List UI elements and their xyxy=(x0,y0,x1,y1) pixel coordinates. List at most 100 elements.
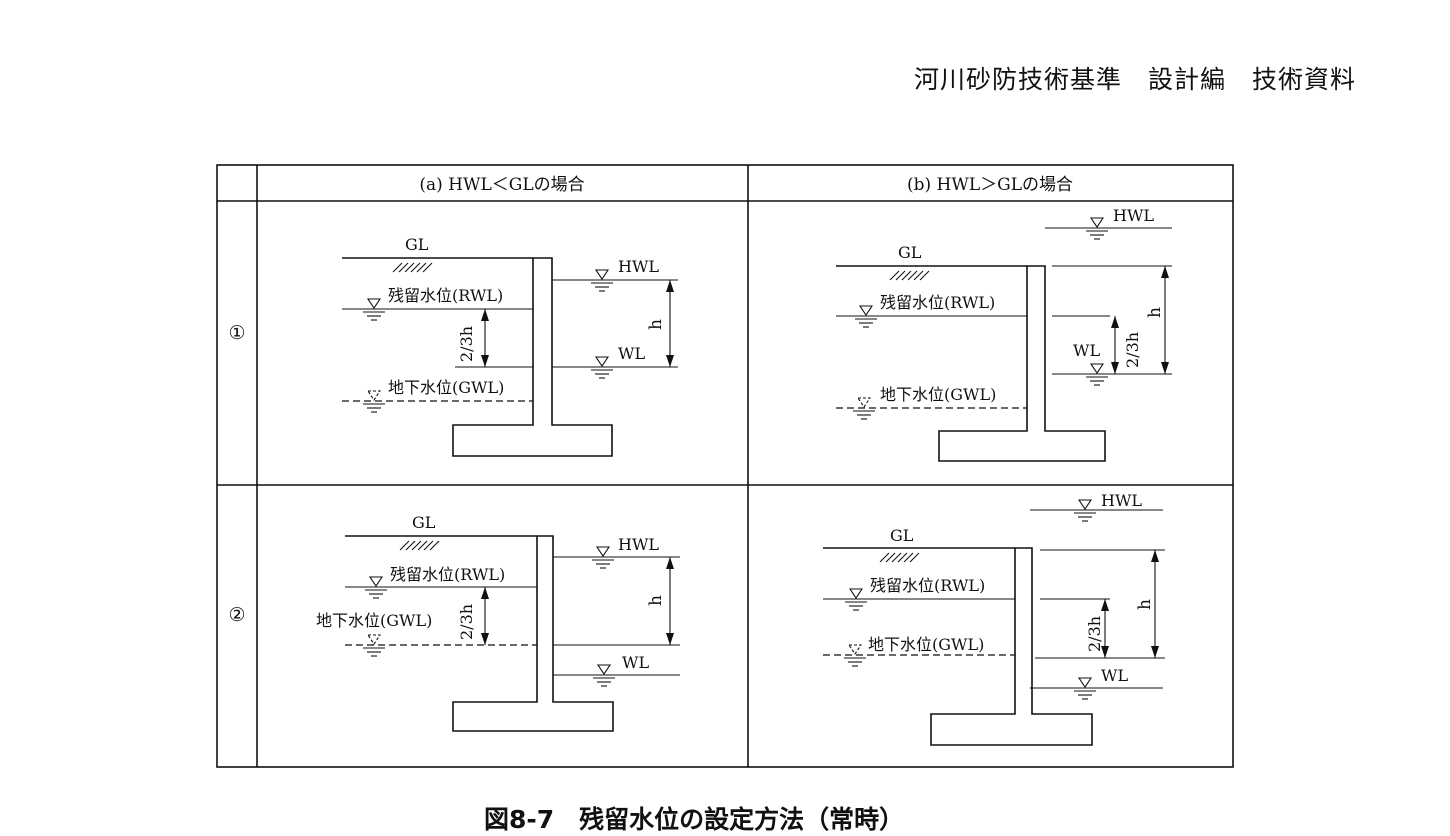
rwl-label: 残留水位(RWL) xyxy=(390,565,505,584)
water-level-symbol-icon xyxy=(853,397,875,420)
hatch-line xyxy=(392,262,403,273)
arrow-head-down xyxy=(666,355,674,367)
gwl-label: 地下水位(GWL) xyxy=(316,611,432,630)
arrow-head-up xyxy=(666,280,674,292)
hwl-label: HWL xyxy=(618,257,659,276)
retaining-wall xyxy=(930,547,1093,746)
triangle-marker xyxy=(1089,363,1105,374)
gl-label: GL xyxy=(412,513,436,532)
arrow-head-up xyxy=(481,587,489,599)
arrow-head-up xyxy=(481,309,489,321)
h-dimension-arrow xyxy=(666,280,674,367)
hatch-line xyxy=(410,262,421,273)
gwl-label: 地下水位(GWL) xyxy=(880,385,996,404)
hatch-line xyxy=(411,540,422,551)
wl-label: WL xyxy=(1101,666,1128,685)
two-thirds-h-label: 2/3h xyxy=(1085,616,1104,652)
arrow-head-up xyxy=(666,557,674,569)
document-header: 河川砂防技術基準 設計編 技術資料 xyxy=(913,65,1356,94)
rwl-label: 残留水位(RWL) xyxy=(880,293,995,312)
ground-hatch-icon xyxy=(889,270,930,281)
h-label: h xyxy=(1135,599,1155,610)
ground-hatch-icon xyxy=(399,540,440,551)
water-level-symbol-icon xyxy=(1086,217,1108,240)
triangle-marker xyxy=(1077,499,1093,510)
water-level-symbol-icon xyxy=(365,576,387,599)
triangle-marker xyxy=(596,664,612,675)
wl-label: WL xyxy=(622,653,649,672)
water-level-symbol-icon xyxy=(592,546,614,569)
h-label: h xyxy=(646,319,666,330)
two-thirds-h-dimension-arrow xyxy=(1101,599,1109,658)
hatch-line xyxy=(891,552,902,563)
retaining-wall xyxy=(452,535,614,732)
two-thirds-h-dimension-arrow xyxy=(481,309,489,367)
ground-hatch-icon xyxy=(392,262,433,273)
triangle-marker xyxy=(856,397,872,408)
hatch-line xyxy=(895,270,906,281)
water-level-symbol-icon xyxy=(845,588,867,611)
gl-label: GL xyxy=(898,243,922,262)
h-dimension-arrow xyxy=(666,557,674,645)
hatch-line xyxy=(404,262,415,273)
arrow-head-down xyxy=(481,355,489,367)
triangle-marker xyxy=(848,588,864,599)
arrow-head-down xyxy=(1111,362,1119,374)
hatch-line xyxy=(416,262,427,273)
retaining-wall xyxy=(938,265,1106,462)
hatch-line xyxy=(913,270,924,281)
arrow-head-up xyxy=(1101,599,1109,611)
triangle-marker xyxy=(595,546,611,557)
row-label-2: ② xyxy=(228,604,245,626)
two-thirds-h-dimension-arrow xyxy=(1111,316,1119,374)
water-level-symbol-icon xyxy=(363,298,385,321)
hatch-line xyxy=(423,540,434,551)
two-thirds-h-label: 2/3h xyxy=(457,326,476,362)
water-level-symbol-icon xyxy=(591,356,613,379)
arrow-head-down xyxy=(481,633,489,645)
h-label: h xyxy=(1145,307,1165,318)
two-thirds-h-label: 2/3h xyxy=(1123,332,1142,368)
gl-label: GL xyxy=(890,526,914,545)
hatch-line xyxy=(429,540,440,551)
water-level-symbol-icon xyxy=(844,644,866,667)
hatch-line xyxy=(897,552,908,563)
arrow-head-down xyxy=(666,633,674,645)
ground-hatch-icon xyxy=(879,552,920,563)
rwl-label: 残留水位(RWL) xyxy=(388,286,503,305)
triangle-marker xyxy=(594,269,610,280)
hwl-label: HWL xyxy=(618,535,659,554)
triangle-marker xyxy=(1077,677,1093,688)
gwl-label: 地下水位(GWL) xyxy=(388,378,504,397)
gl-label: GL xyxy=(405,235,429,254)
water-level-symbol-icon xyxy=(1074,677,1096,700)
h-dimension-arrow xyxy=(1151,550,1159,658)
wl-label: WL xyxy=(1073,341,1100,360)
triangle-marker xyxy=(366,634,382,645)
arrow-head-down xyxy=(1161,362,1169,374)
arrow-head-down xyxy=(1151,646,1159,658)
water-level-symbol-icon xyxy=(1074,499,1096,522)
water-level-symbol-icon xyxy=(363,634,385,657)
triangle-marker xyxy=(366,298,382,309)
hatch-line xyxy=(903,552,914,563)
figure-table-frame xyxy=(216,164,1234,768)
water-level-symbol-icon xyxy=(593,664,615,687)
water-level-symbol-icon xyxy=(1086,363,1108,386)
hatch-line xyxy=(398,262,409,273)
hwl-label: HWL xyxy=(1101,491,1142,510)
hatch-line xyxy=(879,552,890,563)
retaining-wall xyxy=(452,257,613,457)
row-label-1: ① xyxy=(228,322,245,344)
water-level-symbol-icon xyxy=(591,269,613,292)
triangle-marker xyxy=(847,644,863,655)
water-level-symbol-icon xyxy=(363,390,385,413)
column-header-b: (b) HWL＞GLの場合 xyxy=(907,175,1073,195)
triangle-marker xyxy=(594,356,610,367)
h-label: h xyxy=(646,595,666,606)
hatch-line xyxy=(907,270,918,281)
water-level-symbol-icon xyxy=(855,305,877,328)
h-dimension-arrow xyxy=(1161,266,1169,374)
hatch-line xyxy=(901,270,912,281)
